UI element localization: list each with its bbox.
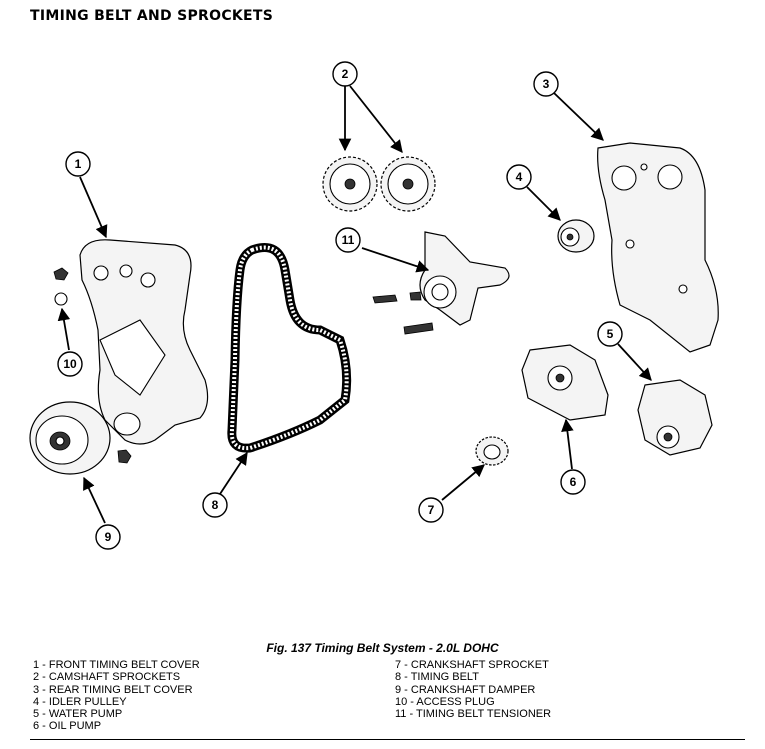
svg-text:11: 11	[342, 233, 355, 247]
figure-caption: Fig. 137 Timing Belt System - 2.0L DOHC	[266, 641, 499, 655]
page-title: TIMING BELT AND SPROCKETS	[30, 8, 274, 24]
callout-4: 4	[506, 164, 532, 190]
callout-10: 10	[57, 351, 83, 377]
legend-item: 4 - IDLER PULLEY	[33, 695, 127, 708]
rear-timing-belt-cover	[597, 142, 719, 353]
svg-text:2: 2	[342, 67, 349, 81]
access-plug	[53, 267, 69, 306]
legend-left: 1 - FRONT TIMING BELT COVER 2 - CAMSHAFT…	[33, 659, 200, 733]
legend-item: 2 - CAMSHAFT SPROCKETS	[33, 671, 181, 684]
svg-text:6: 6	[570, 475, 577, 489]
legend-item: 6 - OIL PUMP	[33, 720, 102, 733]
idler-pulley	[557, 219, 595, 253]
legend-item: 11 - TIMING BELT TENSIONER	[395, 708, 552, 721]
timing-belt-tensioner	[372, 231, 510, 335]
svg-text:10: 10	[63, 357, 77, 371]
svg-text:1: 1	[75, 157, 82, 171]
crankshaft-damper	[29, 401, 132, 475]
callout-3: 3	[533, 71, 559, 97]
callout-9: 9	[95, 524, 121, 550]
front-timing-belt-cover	[79, 239, 209, 445]
callout-6: 6	[560, 469, 586, 495]
svg-text:5: 5	[607, 327, 614, 341]
legend-right: 7 - CRANKSHAFT SPROCKET 8 - TIMING BELT …	[395, 659, 551, 720]
legend-item: 3 - REAR TIMING BELT COVER	[33, 683, 193, 696]
svg-text:4: 4	[516, 170, 523, 184]
crankshaft-sprocket	[475, 436, 509, 466]
bottom-divider	[30, 739, 745, 740]
callout-2: 2	[332, 61, 358, 87]
svg-text:7: 7	[428, 503, 435, 517]
legend-item: 5 - WATER PUMP	[33, 708, 123, 721]
legend-item: 9 - CRANKSHAFT DAMPER	[395, 683, 536, 696]
svg-text:8: 8	[212, 498, 219, 512]
callout-7: 7	[418, 497, 444, 523]
legend-item: 10 - ACCESS PLUG	[395, 695, 495, 708]
oil-pump	[521, 344, 609, 421]
svg-text:9: 9	[105, 530, 112, 544]
callout-5: 5	[597, 321, 623, 347]
legend-item: 1 - FRONT TIMING BELT COVER	[33, 659, 200, 671]
callout-11: 11	[335, 227, 361, 253]
water-pump	[637, 379, 713, 456]
legend-item: 8 - TIMING BELT	[395, 671, 479, 684]
svg-text:3: 3	[543, 77, 550, 91]
callout-8: 8	[202, 492, 228, 518]
timing-belt	[227, 243, 352, 453]
timing-belt-diagram: 1 2 3 4 5 6 7 8 9 10 11	[29, 61, 719, 550]
camshaft-sprockets	[322, 156, 436, 212]
callout-1: 1	[65, 151, 91, 177]
legend-item: 7 - CRANKSHAFT SPROCKET	[395, 659, 549, 671]
